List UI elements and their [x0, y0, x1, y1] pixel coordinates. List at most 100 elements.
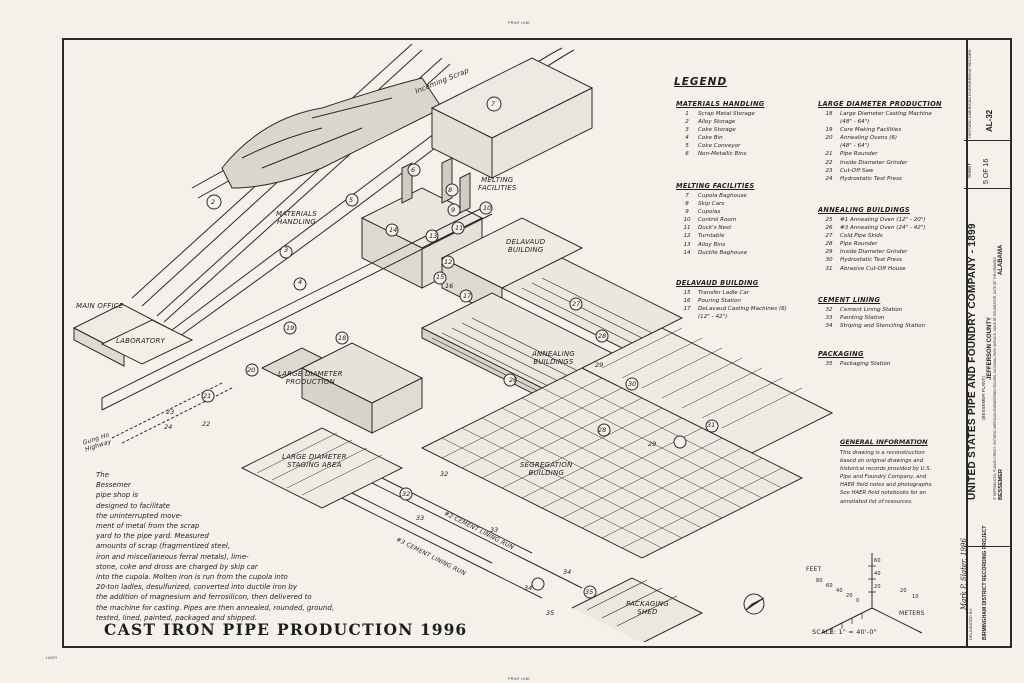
legend-item-label: Packaging Station — [840, 361, 891, 367]
callout-circle — [399, 487, 413, 501]
general-information-line: annotated list of resources. — [840, 498, 913, 505]
general-information-line: HAER field notes and photographs. — [840, 482, 933, 489]
legend-item-label: Core Making Facilities — [840, 127, 902, 134]
callout-4: 4 — [298, 278, 303, 286]
legend-item-label: Annealing Ovens (6) — [840, 135, 898, 142]
legend-item-number: 26 — [825, 225, 833, 232]
legend-item-label: Cut-Off Saw — [840, 167, 874, 174]
callout-19: 19 — [286, 324, 295, 332]
legend-item-label: Striping and Stenciling Station — [840, 323, 926, 330]
callout-21: 21 — [203, 392, 212, 400]
scale-meter-tick: 20 — [900, 588, 907, 594]
record-number: AL-32 — [985, 109, 994, 132]
scrap-pile — [221, 77, 443, 189]
callout-circle — [345, 193, 359, 207]
cupola-baghouse-wall — [491, 87, 593, 179]
callout-5: 5 — [349, 196, 354, 204]
callout-28b: 28 — [598, 426, 607, 434]
cement-lining-run — [351, 492, 493, 564]
callout-34b: 34 — [524, 584, 533, 592]
laboratory-roof — [100, 319, 194, 365]
callout-10: 10 — [483, 204, 492, 212]
legend-item-label: Hydrostatic Test Press — [840, 257, 902, 264]
legend-section-heading: DELAVAUD BUILDING — [676, 279, 759, 287]
callout-33b: 33 — [490, 526, 499, 534]
callout-circle — [595, 329, 609, 343]
location: BESSEMER — [998, 469, 1004, 500]
legend-item: (48" - 64") — [818, 118, 968, 126]
callout-11: 11 — [455, 224, 464, 232]
general-information: GENERAL INFORMATION This drawing is a re… — [840, 438, 958, 506]
callout-8: 8 — [448, 186, 453, 194]
cement-lining-run — [371, 482, 583, 589]
legend-item-label: Cupola Baghouse — [698, 193, 747, 199]
callout-circle — [673, 435, 687, 449]
legend-section-heading: ANNEALING BUILDINGS — [818, 206, 910, 214]
legend-item: (48" - 64") — [818, 142, 968, 150]
legend-item-number: 27 — [825, 233, 833, 240]
callout-17: 17 — [463, 292, 472, 300]
callout-32: 32 — [440, 470, 449, 478]
callout-circle — [201, 389, 215, 403]
legend-section-heading: LARGE DIAMETER PRODUCTION — [818, 100, 942, 108]
description-line: the uninterrupted move- — [96, 511, 183, 520]
legend-item: 19 Core Making Facilities — [818, 126, 968, 134]
legend-item-number: 18 — [825, 111, 833, 117]
credit-line: IF REPRODUCED, PLEASE CREDIT: HISTORIC A… — [993, 257, 997, 500]
legend-item-number: 22 — [825, 159, 833, 166]
legend-item-label: Ductile Baghouse — [698, 249, 748, 256]
scale-feet-tick: 60 — [826, 583, 833, 589]
legend-item-number: 9 — [685, 209, 689, 216]
general-information-line: Pipe and Foundry Company, and — [840, 474, 927, 481]
callout-7: 7 — [491, 100, 496, 108]
legend-item-number: 32 — [825, 307, 833, 313]
callout-32b: 32 — [402, 490, 411, 498]
legend-item-number: 25 — [825, 217, 833, 223]
legend-item-label: Pipe Rounder — [840, 151, 878, 158]
scale-meter-bar — [871, 607, 923, 634]
general-information-line: See HAER field notebooks for an — [840, 490, 926, 497]
callout-2: 2 — [211, 198, 216, 206]
legend-item: 11 Duck's Nest — [676, 224, 826, 232]
annealing-yard — [580, 327, 834, 454]
callouts — [201, 96, 719, 599]
callout-29b: 29 — [648, 440, 657, 448]
materials-handling-label: MATERIALS HANDLING — [276, 210, 317, 226]
description-line: tested, lined, painted, packaged and shi… — [96, 613, 257, 622]
legend-item-number: 19 — [825, 127, 833, 134]
description-line: designed to facilitate — [96, 501, 170, 510]
legend-item-number — [818, 142, 840, 150]
legend-item-number: 11 — [683, 225, 691, 232]
legend-item-label: Duck's Nest — [698, 225, 732, 232]
callout-circle — [293, 277, 307, 291]
delineator: Mark P. Slater, 1996 — [960, 538, 968, 610]
callout-34: 34 — [563, 568, 572, 576]
description-line: ment of metal from the scrap — [96, 522, 200, 531]
legend-item-number: 4 — [685, 135, 689, 142]
callout-6: 6 — [411, 166, 416, 174]
legend-item-label: Turntable — [698, 233, 725, 240]
callout-circle — [583, 585, 597, 599]
general-information-line: based on original drawings and — [840, 458, 924, 465]
legend-item-number: 33 — [825, 315, 833, 322]
legend-section-heading: PACKAGING — [818, 350, 864, 358]
drawing-year: 1996 — [420, 620, 468, 639]
melting-facilities-label: MELTING FACILITIES — [478, 176, 517, 192]
scale-feet-tick: 40 — [836, 588, 843, 594]
cupola-stacks — [401, 157, 471, 214]
legend-item-label: Pouring Station — [698, 298, 741, 305]
isometric-plant-diagram — [72, 43, 923, 642]
legend-item-number: 15 — [683, 290, 691, 296]
